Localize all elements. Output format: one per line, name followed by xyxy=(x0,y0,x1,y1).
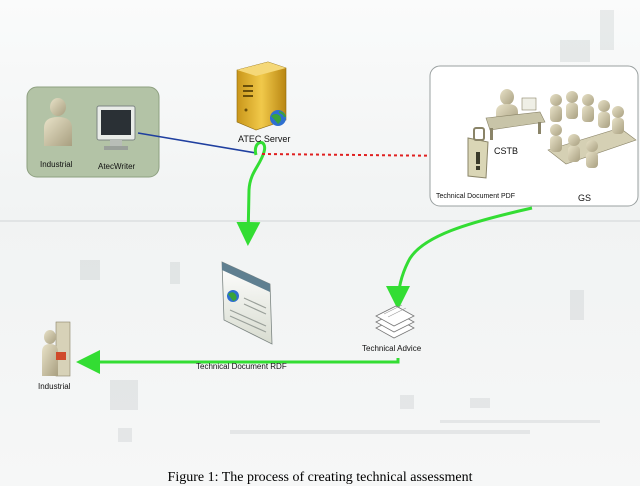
person-icon xyxy=(44,98,72,146)
red-dotted-arrow xyxy=(261,147,462,164)
person-at-door-icon xyxy=(42,321,71,377)
industrial-bottom-label: Industrial xyxy=(38,382,71,391)
figure-caption: Figure 1: The process of creating techni… xyxy=(167,470,473,485)
pdf-document-icon xyxy=(467,127,489,179)
web-page-icon xyxy=(221,261,273,345)
technical-document-rdf-label: Technical Document RDF xyxy=(196,362,287,371)
technical-document-pdf-label: Technical Document PDF xyxy=(436,193,515,200)
globe-icon xyxy=(270,110,286,126)
cstb-label: CSTB xyxy=(494,146,519,156)
industrial-left-label: Industrial xyxy=(40,160,73,169)
green-advice-arrow xyxy=(386,206,533,310)
blue-arrow xyxy=(137,132,257,154)
green-loop-arrow xyxy=(236,141,267,246)
meeting-group-icon xyxy=(547,91,637,168)
atec-server-label: ATEC Server xyxy=(238,134,291,144)
green-return-arrow xyxy=(76,350,400,374)
atecwriter-label: AtecWriter xyxy=(98,162,136,171)
technical-advice-label: Technical Advice xyxy=(362,344,422,353)
background-pattern xyxy=(0,10,640,442)
computer-monitor-icon xyxy=(96,105,136,150)
gs-label: GS xyxy=(578,193,592,203)
document-stack-icon xyxy=(375,304,415,339)
person-at-desk-icon xyxy=(485,89,546,140)
